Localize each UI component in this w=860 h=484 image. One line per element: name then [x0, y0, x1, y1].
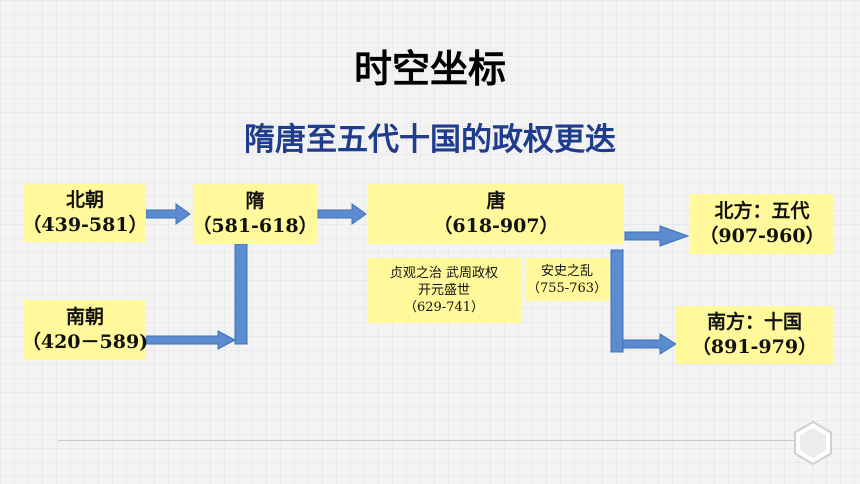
zhenguan-line1: 贞观之治 武周政权 — [389, 266, 499, 281]
wudai-years: （907-960） — [699, 225, 825, 247]
arrow-tang-to-shiguo — [622, 333, 677, 355]
nanchao-name: 南朝 — [65, 306, 104, 328]
box-anshi: 安史之乱 （755-763） — [525, 258, 609, 301]
wudai-name: 北方：五代 — [714, 200, 810, 222]
arrow-sui-to-tang — [317, 203, 367, 225]
anshi-line1: 安史之乱 — [540, 263, 593, 279]
box-nanchao: 南朝 （420－589) — [21, 300, 149, 360]
zhenguan-line2: 开元盛世 — [417, 283, 470, 298]
box-shiguo: 南方：十国 （891-979） — [676, 306, 833, 364]
anshi-line2: （755-763） — [526, 280, 608, 296]
beichao-name: 北朝 — [65, 189, 104, 211]
box-tang: 唐 （618-907） — [368, 184, 624, 244]
tang-years: （618-907） — [433, 215, 559, 237]
shiguo-years: （891-979） — [691, 336, 818, 358]
beichao-years: （439-581） — [22, 214, 148, 236]
zhenguan-line3: （629-741） — [403, 300, 485, 315]
sui-name: 隋 — [245, 190, 265, 212]
arrow-beichao-to-sui — [145, 203, 191, 225]
page-title: 时空坐标 — [353, 47, 506, 91]
tang-vertical-bar — [610, 249, 624, 353]
sui-years: （581-618） — [192, 215, 318, 237]
shiguo-name: 南方：十国 — [706, 311, 802, 333]
tang-name: 唐 — [486, 190, 506, 212]
footer-divider — [58, 440, 796, 441]
box-sui: 隋 （581-618） — [192, 184, 318, 244]
box-beichao: 北朝 （439-581） — [22, 184, 148, 242]
box-zhenguan: 贞观之治 武周政权 开元盛世 （629-741） — [367, 258, 521, 323]
sui-vertical-bar — [234, 243, 248, 345]
page-subtitle: 隋唐至五代十国的政权更迭 — [244, 122, 616, 158]
hexagon-icon — [794, 420, 832, 466]
arrow-nanchao-to-sui — [145, 330, 237, 350]
arrow-tang-to-wudai — [624, 225, 690, 247]
nanchao-years: （420－589) — [21, 331, 149, 353]
box-wudai: 北方：五代 （907-960） — [690, 194, 834, 254]
